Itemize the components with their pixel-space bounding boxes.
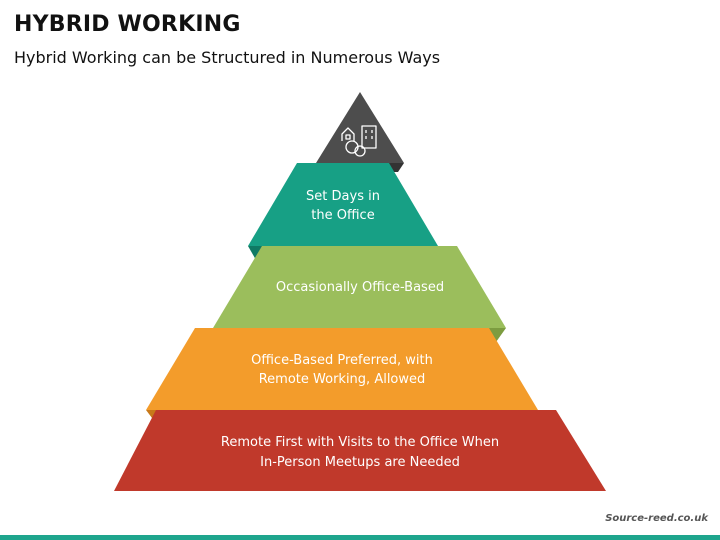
page-title: HYBRID WORKING — [14, 12, 241, 37]
tier-office-preferred-label-line-1: Office-Based Preferred, with — [251, 353, 433, 368]
tier-office-preferred-label-line-2: Remote Working, Allowed — [259, 372, 426, 387]
bottom-accent-bar — [0, 535, 720, 540]
tier-set-days-in-office — [248, 163, 438, 246]
page-subtitle: Hybrid Working can be Structured in Nume… — [14, 48, 441, 67]
tier-remote-first-label-line-1: Remote First with Visits to the Office W… — [221, 435, 499, 450]
tier-set-days-label-line-2: the Office — [311, 208, 374, 223]
tier-office-based-preferred — [146, 328, 538, 410]
pyramid-apex — [316, 92, 404, 163]
tier-occasionally-label: Occasionally Office-Based — [276, 280, 444, 295]
tier-remote-first — [114, 410, 606, 491]
tier-set-days-label-line-1: Set Days in — [306, 189, 380, 204]
source-credit: Source-reed.co.uk — [605, 513, 708, 524]
tier-occasionally-office-based — [213, 246, 506, 328]
office-buildings-icon — [341, 125, 377, 157]
tier-remote-first-label-line-2: In-Person Meetups are Needed — [260, 455, 460, 470]
